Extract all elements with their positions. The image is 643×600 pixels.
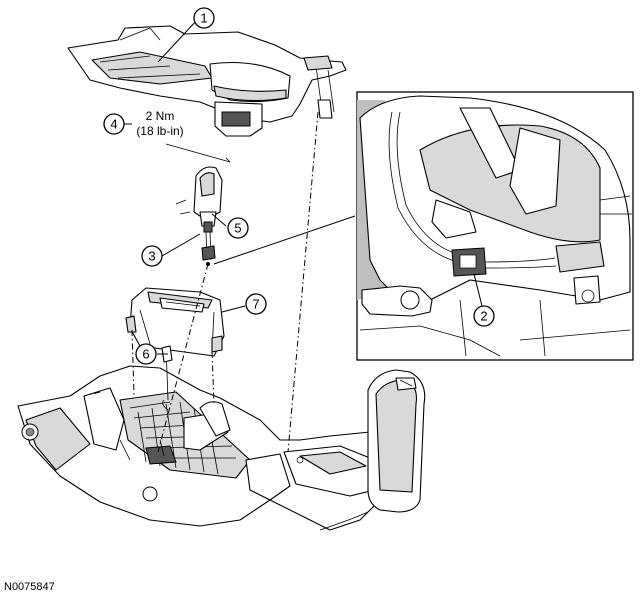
svg-text:2: 2 <box>480 309 487 324</box>
svg-text:3: 3 <box>148 249 155 264</box>
svg-text:4: 4 <box>110 117 117 132</box>
svg-text:1: 1 <box>200 11 207 26</box>
top-console-panel <box>67 25 347 137</box>
figure-id: N0075847 <box>4 581 55 593</box>
torque-spec-label: 2 Nm (18 lb-in) <box>136 109 183 138</box>
svg-text:5: 5 <box>234 221 241 236</box>
lower-console-body <box>17 365 391 531</box>
torque-spec-primary: 2 Nm <box>146 109 175 123</box>
assembly-lines <box>83 111 319 453</box>
callout-2: 2 <box>473 305 495 327</box>
callout-5: 5 <box>227 217 249 239</box>
shifter-assembly <box>165 143 231 266</box>
callout-7: 7 <box>245 293 267 315</box>
callout-6: 6 <box>135 343 157 365</box>
torque-spec-secondary: (18 lb-in) <box>136 124 183 138</box>
svg-text:6: 6 <box>142 347 149 362</box>
leader-lines <box>124 19 483 355</box>
callout-1: 1 <box>193 7 215 29</box>
connector-detail-inset <box>356 91 634 361</box>
svg-text:7: 7 <box>252 297 259 312</box>
armrest-lid <box>319 369 426 531</box>
callout-4: 4 <box>103 113 125 135</box>
shifter-bezel <box>125 287 225 357</box>
callout-3: 3 <box>141 245 163 267</box>
